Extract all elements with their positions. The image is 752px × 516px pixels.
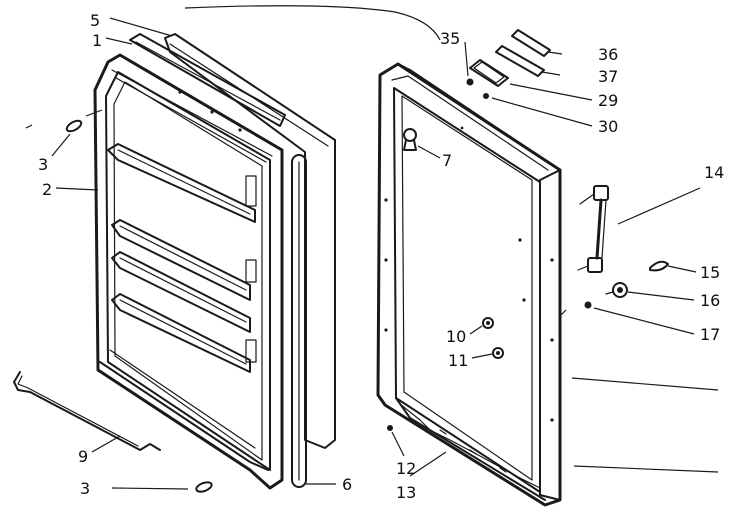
callout-30: 30 bbox=[598, 117, 618, 136]
part-35-screw bbox=[466, 78, 474, 86]
callout-29: 29 bbox=[598, 91, 618, 110]
callout-5: 5 bbox=[90, 11, 100, 30]
callout-37: 37 bbox=[598, 67, 618, 86]
callout-6: 6 bbox=[342, 475, 352, 494]
part-6-gasket-strip bbox=[291, 154, 307, 488]
part-9-wire bbox=[13, 371, 161, 451]
part-3-screw-upper bbox=[65, 119, 83, 133]
part-10-plug bbox=[482, 317, 494, 329]
part-7-keyhole bbox=[403, 128, 417, 151]
callout-13: 13 bbox=[396, 483, 416, 502]
callout-12: 12 bbox=[396, 459, 416, 478]
part-29-hinge-plate bbox=[469, 59, 509, 87]
callout-2: 2 bbox=[42, 180, 52, 199]
callout-9: 9 bbox=[78, 447, 88, 466]
part-12-screw bbox=[387, 425, 393, 431]
part-14-handle bbox=[577, 185, 609, 273]
part-1-breaker-strip bbox=[129, 33, 286, 127]
callout-11: 11 bbox=[448, 351, 468, 370]
callout-15: 15 bbox=[700, 263, 720, 282]
callout-14: 14 bbox=[704, 163, 724, 182]
part-36-strip bbox=[511, 29, 551, 57]
callout-3a: 3 bbox=[38, 155, 48, 174]
part-15-key bbox=[649, 260, 669, 272]
leader-35-arc bbox=[184, 5, 441, 41]
part-16-lock-cylinder bbox=[605, 282, 628, 298]
callout-36: 36 bbox=[598, 45, 618, 64]
part-2-door-liner bbox=[93, 53, 284, 490]
part-17-lock-nut bbox=[584, 301, 592, 309]
part-37-strip bbox=[495, 45, 545, 77]
callout-35: 35 bbox=[440, 29, 460, 48]
callout-16: 16 bbox=[700, 291, 720, 310]
callout-3b: 3 bbox=[80, 479, 90, 498]
leader-lines bbox=[25, 17, 719, 490]
part-11-plug bbox=[492, 347, 504, 359]
callout-7: 7 bbox=[442, 151, 452, 170]
callout-10: 10 bbox=[446, 327, 466, 346]
part-30-screw bbox=[483, 93, 489, 99]
part-3-screw-lower bbox=[195, 481, 213, 493]
callout-1: 1 bbox=[92, 31, 102, 50]
callout-17: 17 bbox=[700, 325, 720, 344]
outer-door-panel bbox=[376, 62, 562, 507]
